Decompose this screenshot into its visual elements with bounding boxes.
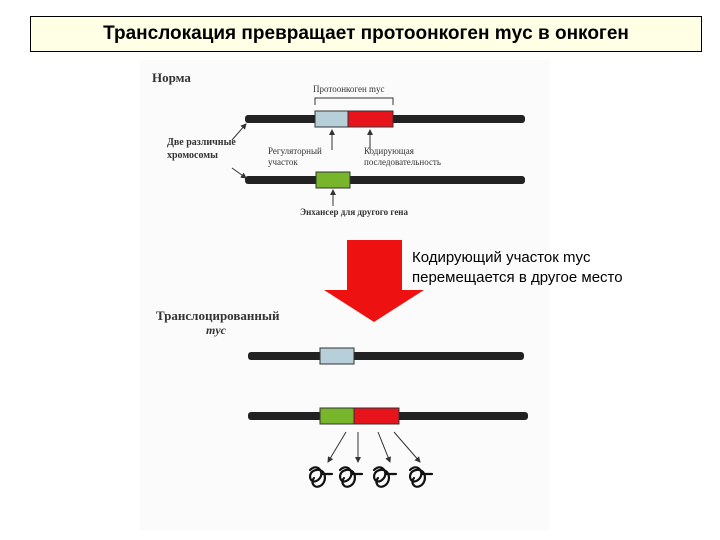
label-translocated-2: myc xyxy=(206,323,226,338)
label-coding-2: последовательность xyxy=(364,157,441,167)
label-enhancer: Энхансер для другого гена xyxy=(300,207,408,217)
label-two-chromosomes-1: Две различные xyxy=(167,137,236,148)
caption-line-2: перемещается в другое место xyxy=(412,268,623,288)
protooncogene-bracket xyxy=(315,98,393,105)
normal-chromosome-2 xyxy=(245,172,525,188)
caption: Кодирующий участок myc перемещается в др… xyxy=(412,248,623,288)
pointer-arrow xyxy=(232,168,246,178)
transcript-arrow xyxy=(378,432,390,462)
translocated-chromosome-2 xyxy=(248,408,528,424)
regulatory-segment xyxy=(315,111,348,127)
label-regulatory-2: участок xyxy=(268,157,298,167)
protein-squiggles xyxy=(310,467,432,486)
label-coding-1: Кодирующая xyxy=(364,146,414,156)
enhancer-segment xyxy=(320,408,354,424)
caption-line-1: Кодирующий участок myc xyxy=(412,248,623,268)
label-norma: Норма xyxy=(152,70,191,86)
label-translocated-1: Транслоцированный xyxy=(156,308,280,324)
enhancer-segment xyxy=(316,172,350,188)
translocated-chromosome-1 xyxy=(248,348,524,364)
coding-segment xyxy=(354,408,399,424)
transcript-arrow xyxy=(394,432,420,462)
label-two-chromosomes-2: хромосомы xyxy=(167,150,218,161)
big-red-arrow xyxy=(324,240,424,322)
coding-segment xyxy=(348,111,393,127)
transcript-arrow xyxy=(328,432,346,462)
label-regulatory-1: Регуляторный xyxy=(268,146,322,156)
regulatory-segment xyxy=(320,348,354,364)
normal-chromosome-1 xyxy=(245,111,525,127)
label-protooncogene: Протоонкоген myc xyxy=(313,84,385,94)
